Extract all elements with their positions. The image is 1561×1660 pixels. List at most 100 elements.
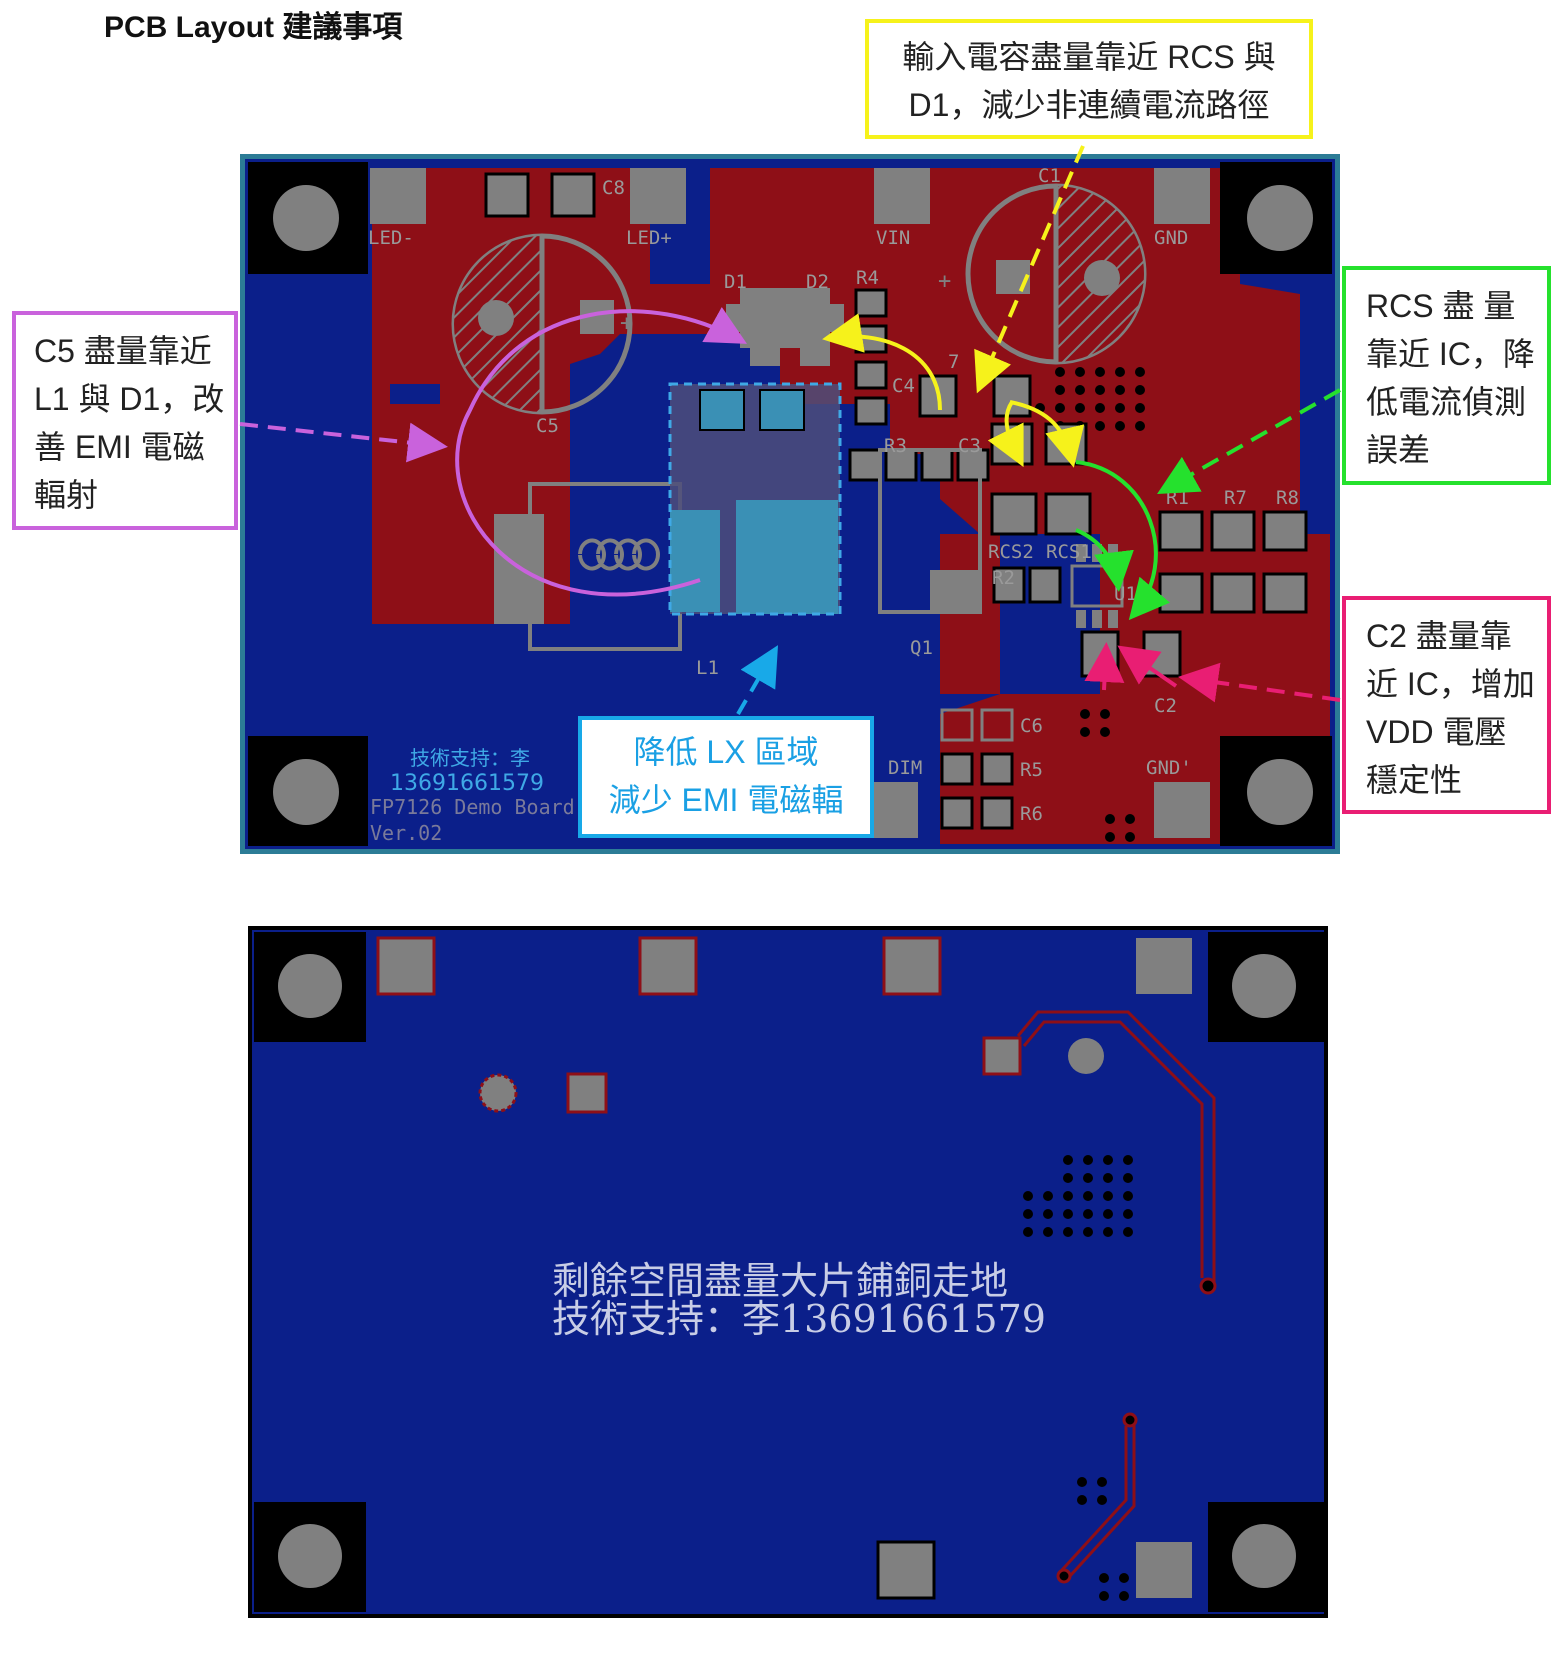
- bottom-hole-tr: [1232, 954, 1296, 1018]
- callout-lx: 降低 LX 區域 減少 EMI 電磁輻: [578, 716, 874, 838]
- bottom-pad-led-plus: [638, 936, 698, 996]
- label-vin: VIN: [876, 227, 910, 249]
- label-led-plus: LED+: [626, 227, 672, 249]
- pad-led-plus: [630, 168, 686, 224]
- mount-hole-tr: [1247, 185, 1313, 251]
- label-r3: R3: [884, 435, 907, 457]
- dashed-arrow-lx: [736, 645, 779, 716]
- bottom-hole-bl: [278, 1524, 342, 1588]
- bottom-hole-br: [1232, 1524, 1296, 1588]
- dashed-arrow-input-cap: [974, 145, 1085, 394]
- bottom-pcb-board: [248, 926, 1328, 1618]
- silk-support: 技術支持：李: [410, 746, 530, 770]
- dashed-arrow-c5: [239, 422, 448, 463]
- bottom-pad-gnd2: [1136, 1542, 1192, 1598]
- silk-phone: 13691661579: [390, 771, 544, 796]
- bottom-trace-d: [1060, 1426, 1128, 1572]
- rcs1-pad: [1044, 492, 1092, 536]
- label-r5: R5: [1020, 759, 1043, 781]
- callout-text: 輻射: [34, 477, 99, 513]
- c8-pad-b: [550, 172, 596, 218]
- r2-pad-a: [992, 566, 1026, 604]
- label-c4: C4: [892, 375, 915, 397]
- arrow-green-rcs: [1075, 460, 1170, 621]
- label-d1: D1: [724, 271, 747, 293]
- callout-rcs: RCS 盡 量 靠近 IC，降 低電流偵測 誤差: [1342, 266, 1551, 485]
- c1-plus-label: +: [938, 269, 951, 294]
- callout-text: 低電流偵測: [1366, 384, 1527, 420]
- q1-pad: [930, 570, 980, 610]
- bottom-note-line2: 技術支持：李13691661579: [552, 1297, 1046, 1341]
- bottom-via-grid: [1023, 1155, 1133, 1601]
- lx-pad-a: [670, 510, 720, 612]
- callout-text: 穩定性: [1366, 762, 1463, 798]
- bottom-trace-a: [1016, 1010, 1216, 1286]
- callout-text: D1，減少非連續電流路徑: [908, 87, 1270, 123]
- arrow-yellow-c3a: [987, 400, 1024, 468]
- label-r8: R8: [1276, 487, 1299, 509]
- callout-text: VDD 電壓: [1366, 714, 1507, 750]
- q1-outline: [878, 448, 982, 614]
- d1-body: [740, 288, 830, 348]
- callout-text: 靠近 IC，降: [1366, 336, 1535, 372]
- callout-text: RCS 盡 量: [1366, 288, 1516, 324]
- bottom-c5-pin: [478, 1073, 518, 1113]
- callout-input-cap: 輸入電容盡量靠近 RCS 與 D1，減少非連續電流路徑: [865, 19, 1313, 139]
- label-dim: DIM: [888, 757, 922, 779]
- label-c7: 7: [948, 351, 959, 373]
- callout-text: C5 盡量靠近: [34, 333, 212, 369]
- callout-text: C2 盡量靠: [1366, 618, 1512, 654]
- mount-hole-br: [1247, 759, 1313, 825]
- page-title: PCB Layout 建議事項: [104, 11, 403, 44]
- label-gnd: GND: [1154, 227, 1188, 249]
- label-r6: R6: [1020, 803, 1043, 825]
- bottom-hole-tl: [278, 954, 342, 1018]
- top-pcb-board: + + LED- LED+ VIN GND C8 C1 C5 D1 D2 R4 …: [240, 154, 1340, 854]
- bottom-trace-b: [1022, 1020, 1204, 1278]
- callout-c5: C5 盡量靠近 L1 與 D1，改 善 EMI 電磁 輻射: [12, 311, 238, 530]
- callout-text: 近 IC，增加: [1366, 666, 1535, 702]
- r1-r7-r8-pads: [1158, 510, 1308, 614]
- label-r2: R2: [992, 567, 1015, 589]
- mount-hole-bl: [273, 759, 339, 825]
- bottom-pad-c1: [982, 1036, 1022, 1076]
- inductor-coil-icon: [578, 538, 660, 571]
- label-c1: C1: [1038, 165, 1061, 187]
- label-q1: Q1: [910, 637, 933, 659]
- bottom-pad-dim: [876, 1540, 936, 1600]
- arrow-pink-c2b: [1084, 642, 1125, 691]
- c8-pad-a: [484, 172, 530, 218]
- r2-pad-b: [1028, 566, 1062, 604]
- rcs2-pad: [990, 492, 1038, 536]
- pad-gnd2: [1154, 782, 1210, 838]
- pad-gnd: [1154, 168, 1210, 224]
- lx-pad-b: [736, 500, 838, 614]
- bottom-c1-pin: [1068, 1038, 1104, 1074]
- label-c8: C8: [602, 177, 625, 199]
- dashed-arrow-rcs: [1157, 388, 1341, 494]
- bottom-note-line1: 剩餘空間盡量大片鋪銅走地: [552, 1259, 1009, 1303]
- mount-hole-tl: [273, 185, 339, 251]
- label-c3: C3: [958, 435, 981, 457]
- c5-pin: [478, 300, 514, 336]
- c6-r5-r6-pads: [940, 708, 1014, 830]
- pad-led-minus: [370, 168, 426, 224]
- bottom-pad-gnd: [1136, 938, 1192, 994]
- arrow-yellow-d1: [822, 313, 942, 411]
- arrow-yellow-c3b: [1009, 400, 1085, 468]
- label-gnd2: GND': [1146, 757, 1192, 779]
- label-d2: D2: [806, 271, 829, 293]
- c1-pin: [1084, 260, 1120, 296]
- r4-pad-a: [854, 288, 888, 318]
- silk-board-name: FP7126 Demo Board: [370, 795, 575, 819]
- annotation-arrows: [239, 145, 1341, 716]
- callout-text: 誤差: [1366, 432, 1431, 468]
- label-r7: R7: [1224, 487, 1247, 509]
- callout-text: 降低 LX 區域: [633, 734, 819, 770]
- label-c5: C5: [536, 415, 559, 437]
- arrow-green-rcs1: [1075, 528, 1134, 592]
- callout-text: 善 EMI 電磁: [34, 429, 205, 465]
- label-c6: C6: [1020, 715, 1043, 737]
- pad-vin: [874, 168, 930, 224]
- c5-plus-label: +: [620, 311, 633, 336]
